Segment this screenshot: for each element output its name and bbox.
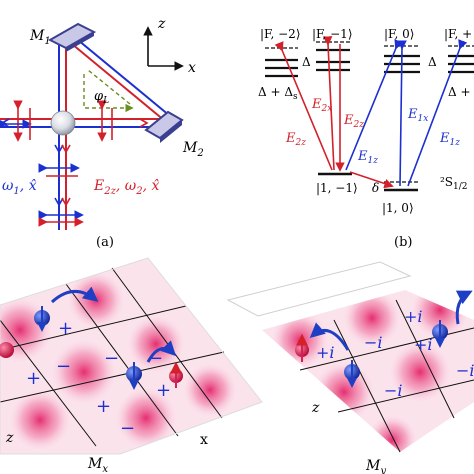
mirror-m1-label: M1 [29, 28, 51, 47]
my-sign-4: −i [384, 381, 403, 400]
my-signs: +i +i −i +i −i −i [316, 307, 474, 400]
lattice-mx: + − + − − + + − z x Mx [0, 257, 263, 474]
mx-label: Mx [87, 456, 108, 474]
panel-a-caption: (a) [96, 235, 114, 250]
delta-plus-right-label: Δ + [448, 85, 471, 99]
mx-sign-2: + [26, 368, 41, 389]
polarization-arrows [0, 100, 149, 227]
level-f-0: |F, 0⟩ [384, 27, 414, 41]
mx-spins [0, 306, 183, 390]
panel-a: z x M1 M2 φL ω1, x̂ E2z, ω2, x̂ (a) [0, 16, 204, 250]
my-axis-z: z [311, 400, 320, 416]
e1z-label-b: E1z [439, 131, 460, 148]
level-f-p: |F, + [444, 27, 472, 41]
mirror-m2-label: M2 [182, 140, 204, 159]
ground-0-label: |1, 0⟩ [382, 201, 414, 215]
mx-sign-6: + [96, 396, 111, 417]
delta-label: Δ [302, 55, 311, 69]
delta-small-label: δ [372, 181, 379, 195]
my-spins [295, 320, 448, 388]
my-sign-0: +i [404, 307, 423, 326]
virtual-levels [265, 41, 474, 49]
delta-plus-s-label: Δ + Δs [258, 85, 298, 102]
phase-loop [83, 69, 134, 113]
my-sign-5: −i [456, 361, 474, 380]
e2z-label-a: E2z [285, 131, 306, 148]
panel-b: |F, −2⟩ |F, −1⟩ |F, 0⟩ |F, + Δ Δ Δ + Δs … [258, 27, 474, 250]
term-label: ²S1/2 [440, 175, 468, 192]
coordinate-axes [143, 26, 184, 71]
axis-x-label: x [188, 60, 196, 76]
beam2-label: E2z, ω2, x̂ [93, 178, 159, 197]
level-f-m1: |F, −1⟩ [312, 27, 353, 41]
lattice-my: +i +i −i +i −i −i z My [226, 261, 474, 474]
mx-sign-5: + [156, 380, 171, 401]
mirror-m1 [47, 22, 97, 52]
mx-sign-1: − [56, 356, 71, 377]
beam-paths [0, 39, 171, 230]
mx-axis-z: z [5, 430, 14, 446]
panel-b-caption: (b) [394, 235, 412, 250]
e1z-label-a: E1z [357, 149, 378, 166]
my-sign-2: −i [364, 333, 383, 352]
e1x-label: E1x [407, 107, 428, 124]
ground-m1-label: |1, −1⟩ [316, 181, 358, 195]
transitions [274, 36, 468, 189]
mx-sign-3: − [148, 348, 163, 369]
my-sign-3: +i [414, 335, 433, 354]
excited-levels [265, 48, 474, 78]
mx-hopping-arrows [50, 286, 177, 363]
phase-label: φL [94, 89, 109, 106]
e2z-label-b: E2z [343, 113, 364, 130]
my-sign-1: +i [316, 343, 335, 362]
mx-axis-x: x [200, 432, 208, 448]
axis-z-label: z [157, 16, 166, 32]
atom-sphere [50, 110, 76, 136]
mirror-m2 [144, 110, 184, 143]
mx-sign-7: − [120, 418, 135, 439]
level-f-m2: |F, −2⟩ [260, 27, 301, 41]
my-label: My [365, 458, 386, 474]
mx-sign-0: + [58, 318, 73, 339]
e2x-label: E2x [311, 97, 332, 114]
beam1-label: ω1, x̂ [2, 178, 37, 197]
ground-levels [318, 172, 418, 192]
mx-signs: + − + − − + + − [26, 318, 171, 439]
my-hopping-arrows [309, 290, 473, 351]
delta-right-label: Δ [428, 55, 437, 69]
mx-sign-4: − [104, 348, 119, 369]
